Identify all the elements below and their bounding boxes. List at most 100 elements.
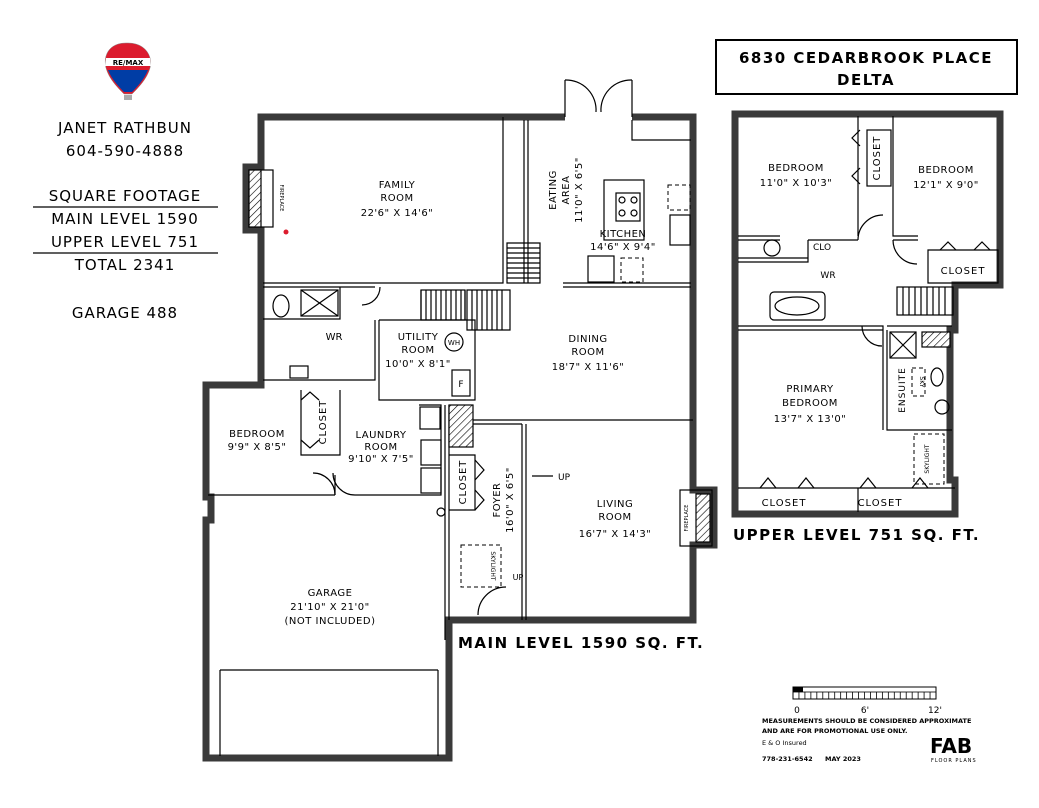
footage-total: TOTAL 2341 xyxy=(74,256,176,274)
main-bedroom-name: BEDROOM xyxy=(229,429,285,440)
chimney-column xyxy=(448,404,474,448)
primary-bedroom-name: PRIMARY xyxy=(786,384,834,395)
scale-label-6: 6' xyxy=(861,706,869,716)
garage-dim: 21'10" X 21'0" xyxy=(290,602,369,613)
utility-room-dim: 10'0" X 8'1" xyxy=(385,359,451,370)
main-wr-label: WR xyxy=(326,332,343,343)
primary-bedroom-dim: 13'7" X 13'0" xyxy=(774,414,847,425)
foyer-dim: 16'0" X 6'5" xyxy=(505,467,516,533)
living-up-label: UP xyxy=(558,473,571,483)
svg-text:FIREPLACE: FIREPLACE xyxy=(684,505,690,532)
svg-text:WH: WH xyxy=(448,339,460,347)
footage-garage: GARAGE 488 xyxy=(72,304,178,322)
svg-text:AREA: AREA xyxy=(561,176,572,205)
laundry-room-dim: 9'10" X 7'5" xyxy=(348,454,414,465)
footage-main: MAIN LEVEL 1590 xyxy=(51,210,199,228)
kitchen-island xyxy=(603,179,645,241)
dryer xyxy=(420,467,442,494)
upper-wr-sink xyxy=(763,239,781,257)
upper-bed2-name: BEDROOM xyxy=(918,165,974,176)
cooktop xyxy=(615,192,641,222)
remax-balloon-logo: RE/MAX xyxy=(105,42,151,100)
washer xyxy=(420,439,442,466)
upper-skylight-label: SKYLIGHT xyxy=(924,444,931,473)
footer-phone: 778-231-6542 xyxy=(762,755,813,763)
upper-level-plan: BEDROOM 11'0" X 10'3" CLOSET BEDROOM 12'… xyxy=(731,110,1004,518)
foyer-closet: CLOSET xyxy=(458,460,469,505)
furnace xyxy=(451,369,471,397)
utility-room-name: UTILITY xyxy=(398,332,439,343)
scale-label-0: 0 xyxy=(794,706,800,716)
upper-stairs xyxy=(896,286,954,316)
footage-upper: UPPER LEVEL 751 xyxy=(51,233,199,251)
eating-area-dim: 11'0" X 6'5" xyxy=(574,157,585,223)
main-level-plan: FIREPLACE FIREPLACE WH F xyxy=(202,79,718,762)
scale-bar: 0 6' 12' xyxy=(792,686,942,716)
dining-room-name: DINING xyxy=(568,334,607,345)
upper-bed2-closet: CLOSET xyxy=(941,266,986,277)
upper-outer-wall xyxy=(731,110,1004,518)
bed1-closet-box xyxy=(866,129,892,187)
wr-shower xyxy=(300,289,339,317)
fridge xyxy=(587,255,615,283)
garage-name: GARAGE xyxy=(308,588,353,599)
wr-toilet xyxy=(272,294,290,318)
insured-note: E & O Insured xyxy=(762,739,807,747)
wr-sink xyxy=(289,365,309,379)
svg-text:ROOM: ROOM xyxy=(571,347,604,358)
upper-bed1-closet: CLOSET xyxy=(872,136,883,181)
main-skylight-label: SKYLIGHT xyxy=(489,551,496,580)
laundry-sink xyxy=(419,406,441,430)
ensuite-sink xyxy=(934,399,950,415)
ensuite-toilet xyxy=(930,367,944,387)
main-outer-wall xyxy=(202,113,718,762)
upper-bed2-dim: 12'1" X 9'0" xyxy=(913,180,979,191)
svg-text:ROOM: ROOM xyxy=(401,345,434,356)
main-bedroom-closet: CLOSET xyxy=(318,400,329,445)
disclaimer-line1: MEASUREMENTS SHOULD BE CONSIDERED APPROX… xyxy=(762,717,971,725)
svg-text:ROOM: ROOM xyxy=(598,512,631,523)
svg-text:ROOM: ROOM xyxy=(364,442,397,453)
foyer-up-label: UP xyxy=(513,573,524,582)
foyer-name: FOYER xyxy=(492,483,503,518)
scale-label-12: 12' xyxy=(928,706,942,716)
main-level-caption: MAIN LEVEL 1590 SQ. FT. xyxy=(458,634,704,652)
upper-clo-label: CLO xyxy=(813,243,831,253)
main-skylight xyxy=(460,544,502,588)
fab-sub: FLOOR PLANS xyxy=(931,758,977,764)
upper-level-caption: UPPER LEVEL 751 SQ. FT. xyxy=(733,526,980,544)
agent-phone: 604-590-4888 xyxy=(66,142,184,160)
disclaimer-line2: AND ARE FOR PROMOTIONAL USE ONLY. xyxy=(762,727,908,735)
address-line2: DELTA xyxy=(837,71,895,89)
main-bedroom-dim: 9'9" X 8'5" xyxy=(228,442,287,453)
svg-text:ROOM: ROOM xyxy=(380,193,413,204)
kitchen-sink xyxy=(669,214,691,246)
primary-closet-1: CLOSET xyxy=(762,498,807,509)
living-room-dim: 16'7" X 14'3" xyxy=(579,529,652,540)
eating-area-name: EATING xyxy=(548,170,559,210)
water-heater xyxy=(444,332,464,352)
family-room-dim: 22'6" X 14'6" xyxy=(361,208,434,219)
family-fireplace: FIREPLACE xyxy=(248,169,284,228)
french-door xyxy=(564,79,633,117)
kitchen-name: KITCHEN xyxy=(600,229,647,240)
svg-text:BEDROOM: BEDROOM xyxy=(782,398,838,409)
floor-drain xyxy=(436,507,446,517)
upper-tub xyxy=(769,291,826,321)
footer-date: MAY 2023 xyxy=(825,755,861,763)
primary-closet-2: CLOSET xyxy=(858,498,903,509)
footage-heading: SQUARE FOOTAGE xyxy=(49,187,202,205)
red-marker-dot xyxy=(283,229,289,235)
ensuite-shower xyxy=(889,331,917,359)
main-stairs xyxy=(420,242,541,331)
upper-wr-label: WR xyxy=(820,271,835,281)
remax-logo-text: RE/MAX xyxy=(113,59,144,67)
svg-text:F: F xyxy=(458,380,463,390)
agent-name: JANET RATHBUN xyxy=(57,119,192,137)
address-box xyxy=(715,39,1018,95)
kitchen-dim: 14'6" X 9'4" xyxy=(590,242,656,253)
dining-room-dim: 18'7" X 11'6" xyxy=(552,362,625,373)
garage-note: (NOT INCLUDED) xyxy=(285,616,376,627)
